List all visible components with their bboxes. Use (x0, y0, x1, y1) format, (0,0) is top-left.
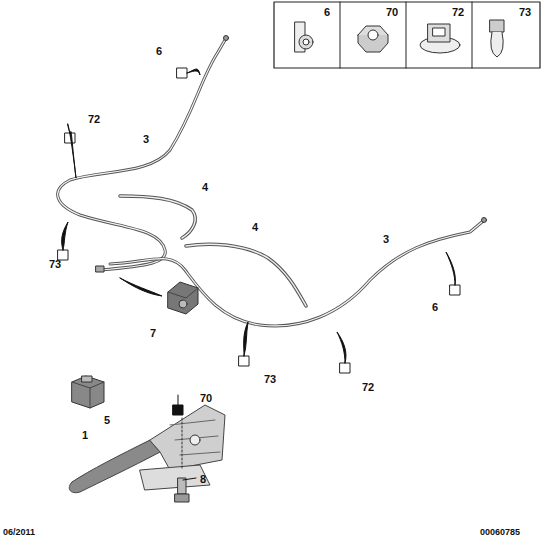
footer-code: 06/2011 (3, 528, 35, 537)
callout-number: 4 (252, 222, 258, 233)
callout-number: 4 (202, 182, 208, 193)
callout-number: 73 (49, 259, 61, 270)
callout-number: 8 (200, 474, 206, 485)
legend-number: 72 (452, 7, 464, 18)
legend-number: 73 (519, 7, 531, 18)
callout-number: 6 (432, 302, 438, 313)
callout-number: 72 (362, 382, 374, 393)
callout-number: 1 (82, 430, 88, 441)
legend-number: 70 (386, 7, 398, 18)
callout-number: 6 (156, 46, 162, 57)
callout-number: 7 (150, 328, 156, 339)
callout-number: 72 (88, 114, 100, 125)
callout-number: 70 (200, 393, 212, 404)
callout-number: 73 (264, 374, 276, 385)
callout-number: 3 (383, 234, 389, 245)
legend-number: 6 (324, 7, 330, 18)
footer-code: 00060785 (480, 528, 520, 537)
callout-number: 3 (143, 134, 149, 145)
callout-number: 5 (104, 415, 110, 426)
